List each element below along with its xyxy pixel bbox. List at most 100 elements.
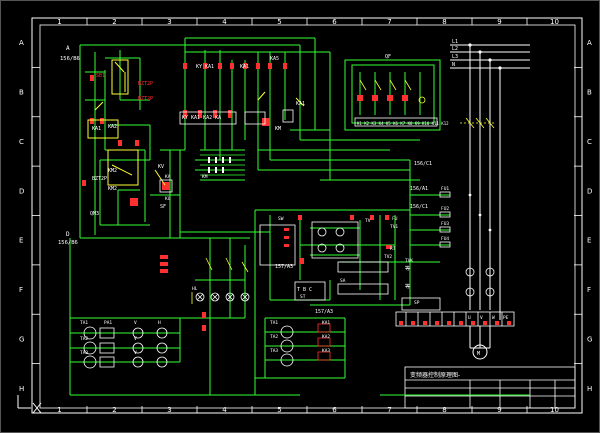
- left-terminals: [82, 63, 287, 331]
- title-block: [404, 366, 576, 409]
- grid-row-label-left: C: [19, 138, 24, 146]
- diagram-labels: A 156/B6 D 156/B6 QF L1 L2 L3 N 156/C1 1…: [58, 39, 509, 357]
- label-ref-4: 157/A3: [275, 264, 293, 270]
- svg-text:V: V: [134, 336, 137, 342]
- svg-text:QM3: QM3: [90, 211, 99, 217]
- label-pe: PE: [503, 315, 509, 321]
- middle-circuit: [254, 160, 450, 395]
- qf-contacts: [357, 95, 408, 101]
- svg-text:SA: SA: [340, 278, 346, 284]
- svg-text:KY KA1 KA2 KA: KY KA1 KA2 KA: [182, 115, 221, 121]
- svg-text:KM2: KM2: [108, 186, 117, 192]
- grid-col-label-top: 4: [222, 18, 227, 26]
- grid-row-label-right: D: [587, 187, 592, 195]
- svg-text:KA1: KA1: [322, 320, 330, 326]
- bus-junctions: [468, 43, 502, 232]
- label-sp: SP: [414, 300, 420, 306]
- svg-text:TA2: TA2: [270, 334, 278, 340]
- grid-row-label-right: H: [587, 385, 592, 393]
- grid-col-label-bottom: 7: [387, 406, 391, 414]
- grid-col-label-bottom: 10: [550, 406, 559, 414]
- sheet-inner-border: [39, 24, 576, 409]
- grid-col-label-bottom: 9: [497, 406, 501, 414]
- label-fu3: FU3: [441, 221, 449, 227]
- label-tv1: TV1: [390, 224, 398, 230]
- grid-col-label-bottom: 4: [222, 406, 227, 414]
- label-d: D: [66, 231, 70, 238]
- label-ref-3: 156/C1: [410, 204, 428, 210]
- svg-text:TV: TV: [365, 218, 371, 224]
- svg-text:PA1: PA1: [104, 320, 112, 326]
- label-fu2: FU2: [441, 206, 449, 212]
- title-block-title: 变频器控制原理图-: [410, 371, 460, 379]
- label-v: V: [480, 315, 483, 321]
- label-tvk: TVK: [405, 258, 413, 264]
- grid-col-label-top: 3: [167, 18, 171, 26]
- svg-text:V: V: [134, 350, 137, 356]
- svg-text:SB1: SB1: [96, 73, 105, 79]
- label-eq2: 等: [405, 283, 410, 290]
- label-ref-2: 156/A1: [410, 186, 428, 192]
- svg-text:KA3: KA3: [322, 348, 330, 354]
- label-km: KM: [202, 174, 208, 180]
- label-l1: L1: [452, 39, 458, 45]
- svg-text:KA1: KA1: [92, 126, 101, 132]
- qf-breaker-block: [329, 52, 441, 141]
- grid-row-label-left: D: [19, 187, 24, 195]
- label-st: ST: [300, 294, 306, 300]
- middle-red-parts: [284, 215, 392, 264]
- lamp-contacts: [191, 257, 249, 304]
- bottom-left-meter-labels: TA1 TA2 TA3 PA1 V H V V: [80, 320, 161, 356]
- label-fu1: FU1: [441, 186, 449, 192]
- label-motor: M: [477, 351, 480, 357]
- bottom-left-meters: [83, 326, 168, 369]
- label-w: W: [492, 315, 495, 321]
- grid-row-label-right: B: [587, 89, 592, 97]
- qf-contact-switches: [359, 79, 426, 104]
- ct-coils: [465, 267, 495, 297]
- svg-text:TA1: TA1: [270, 320, 278, 326]
- grid-row-label-right: G: [587, 335, 592, 343]
- grid-row-label-right: E: [587, 237, 591, 245]
- label-eq1: 等: [405, 265, 410, 272]
- grid-row-label-left: A: [19, 39, 24, 47]
- label-u: U: [468, 315, 471, 321]
- label-l3: L3: [452, 54, 458, 60]
- grid-col-label-bottom: 8: [442, 406, 446, 414]
- left-control-circuit: [69, 37, 420, 396]
- grid-row-label-left: G: [19, 335, 24, 343]
- indicator-lamps: [195, 292, 250, 302]
- svg-text:BZT2P: BZT2P: [138, 96, 153, 102]
- label-ref-1: 156/C1: [414, 161, 432, 167]
- label-rt: RT: [390, 246, 396, 252]
- label-qf: QF: [385, 54, 391, 60]
- svg-text:KM: KM: [275, 126, 281, 132]
- left-text-labels: KY KA1 KA1 KA5 KY KA1 KA2 KA SB1 BZT2P B…: [90, 56, 305, 217]
- mid-terminal-dots: [208, 157, 231, 173]
- svg-text:TA1: TA1: [80, 320, 88, 326]
- grid-col-label-top: 6: [332, 18, 337, 26]
- svg-text:KA2: KA2: [322, 334, 330, 340]
- three-phase-bus: [450, 44, 530, 320]
- grid-row-label-left: B: [19, 89, 24, 97]
- grid-row-label-left: F: [19, 286, 23, 294]
- vfd-terminals: [399, 321, 511, 325]
- vfd-terminal-strip: [395, 311, 515, 327]
- grid-row-label-left: H: [19, 385, 24, 393]
- middle-labels: KA1 KA2 KA3 TA1 TA2 TA3 SA FU TV2 TV: [270, 216, 398, 354]
- svg-text:TV2: TV2: [384, 254, 392, 260]
- grid-row-label-right: A: [587, 39, 592, 47]
- svg-text:KA1: KA1: [296, 101, 305, 107]
- ucs-icon: [17, 395, 42, 414]
- label-l2: L2: [452, 46, 458, 52]
- svg-text:KY KA1: KY KA1: [196, 64, 214, 70]
- grid-col-label-top: 9: [497, 18, 501, 26]
- svg-text:KA5: KA5: [270, 56, 279, 62]
- grid-col-label-top: 2: [112, 18, 116, 26]
- relay-coils: [159, 109, 294, 193]
- svg-text:H: H: [158, 320, 161, 326]
- grid-col-label-top: 8: [442, 18, 446, 26]
- grid-row-label-right: C: [587, 138, 592, 146]
- svg-text:TA3: TA3: [80, 350, 88, 356]
